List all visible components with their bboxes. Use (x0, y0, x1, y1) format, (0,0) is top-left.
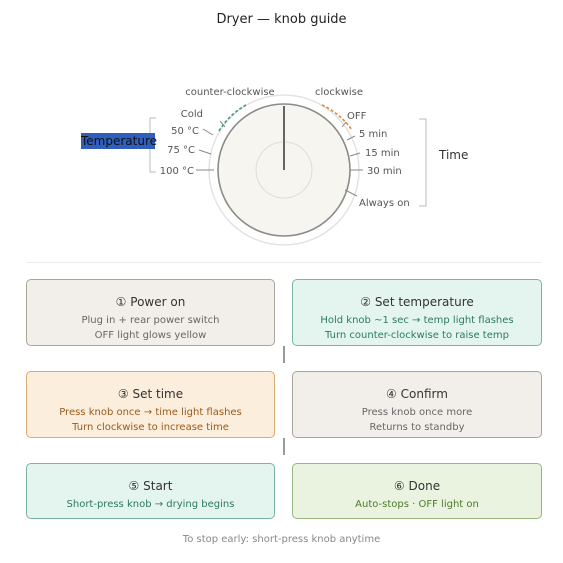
step-line: Press knob once more (361, 407, 473, 418)
footnote: To stop early: short-press knob anytime (182, 534, 381, 545)
step-heading: ① Power on (27, 295, 274, 309)
step-line: Press knob once → time light flashes (59, 407, 242, 418)
tick-off (341, 121, 347, 128)
step-title: Confirm (400, 387, 448, 401)
step-heading: ④ Confirm (293, 387, 541, 401)
step-line: Turn counter-clockwise to raise temp (325, 330, 509, 341)
tick-50 (202, 128, 214, 136)
step-number: ② (360, 295, 371, 309)
step-line: Returns to standby (369, 422, 465, 433)
temperature-group-label: Temperature (81, 133, 158, 149)
step-title: Done (408, 479, 441, 493)
step-line: Plug in + rear power switch (81, 315, 220, 326)
step-number: ④ (386, 387, 397, 401)
step-title: Set time (132, 387, 184, 401)
ccw-label: counter-clockwise (185, 87, 274, 98)
step-set-temperature: ② Set temperature Hold knob ~1 sec → tem… (292, 279, 542, 346)
time-mark-5: 5 min (359, 129, 387, 140)
tick-15 (349, 152, 361, 157)
tick-75 (198, 149, 212, 155)
step-number: ⑤ (128, 479, 140, 493)
step-line: Turn clockwise to increase time (72, 422, 229, 433)
tick-always (344, 189, 358, 197)
step-start: ⑤ Start Short-press knob → drying begins (26, 463, 275, 519)
connector-line (283, 438, 285, 455)
step-line: Auto-stops · OFF light on (355, 499, 479, 510)
temp-mark-100: 100 °C (160, 166, 194, 177)
temp-mark-75: 75 °C (167, 145, 195, 156)
temp-mark-cold: Cold (181, 109, 203, 120)
cw-arc (321, 104, 353, 131)
connector-line (283, 346, 285, 363)
step-power-on: ① Power on Plug in + rear power switch O… (26, 279, 275, 346)
temp-mark-50: 50 °C (171, 126, 199, 137)
step-set-time: ③ Set time Press knob once → time light … (26, 371, 275, 438)
step-heading: ③ Set time (27, 387, 274, 401)
step-line: Short-press knob → drying begins (66, 499, 235, 510)
step-title: Start (143, 479, 173, 493)
time-bracket (419, 118, 427, 207)
time-mark-always: Always on (359, 198, 410, 209)
ccw-arc (218, 104, 247, 132)
step-number: ③ (117, 387, 129, 401)
step-title: Power on (130, 295, 186, 309)
time-mark-30: 30 min (367, 166, 402, 177)
time-mark-off: OFF (347, 111, 367, 122)
tick-cold (219, 120, 226, 128)
time-mark-15: 15 min (365, 148, 400, 159)
step-done: ⑥ Done Auto-stops · OFF light on (292, 463, 542, 519)
step-line: Hold knob ~1 sec → temp light flashes (320, 315, 514, 326)
cw-label: clockwise (315, 87, 363, 98)
step-heading: ② Set temperature (293, 295, 541, 309)
knob-diagram: counter-clockwise clockwise Cold 50 °C 7… (149, 87, 427, 246)
section-divider (26, 262, 542, 263)
step-line: OFF light glows yellow (94, 330, 207, 341)
step-confirm: ④ Confirm Press knob once more Returns t… (292, 371, 542, 438)
step-number: ① (115, 295, 127, 309)
step-number: ⑥ (393, 479, 405, 493)
tick-5 (346, 135, 356, 141)
step-heading: ⑤ Start (27, 479, 274, 493)
page-title: Dryer — knob guide (216, 12, 347, 27)
step-heading: ⑥ Done (293, 479, 541, 493)
time-group-label: Time (439, 148, 469, 162)
step-title: Set temperature (374, 295, 474, 309)
